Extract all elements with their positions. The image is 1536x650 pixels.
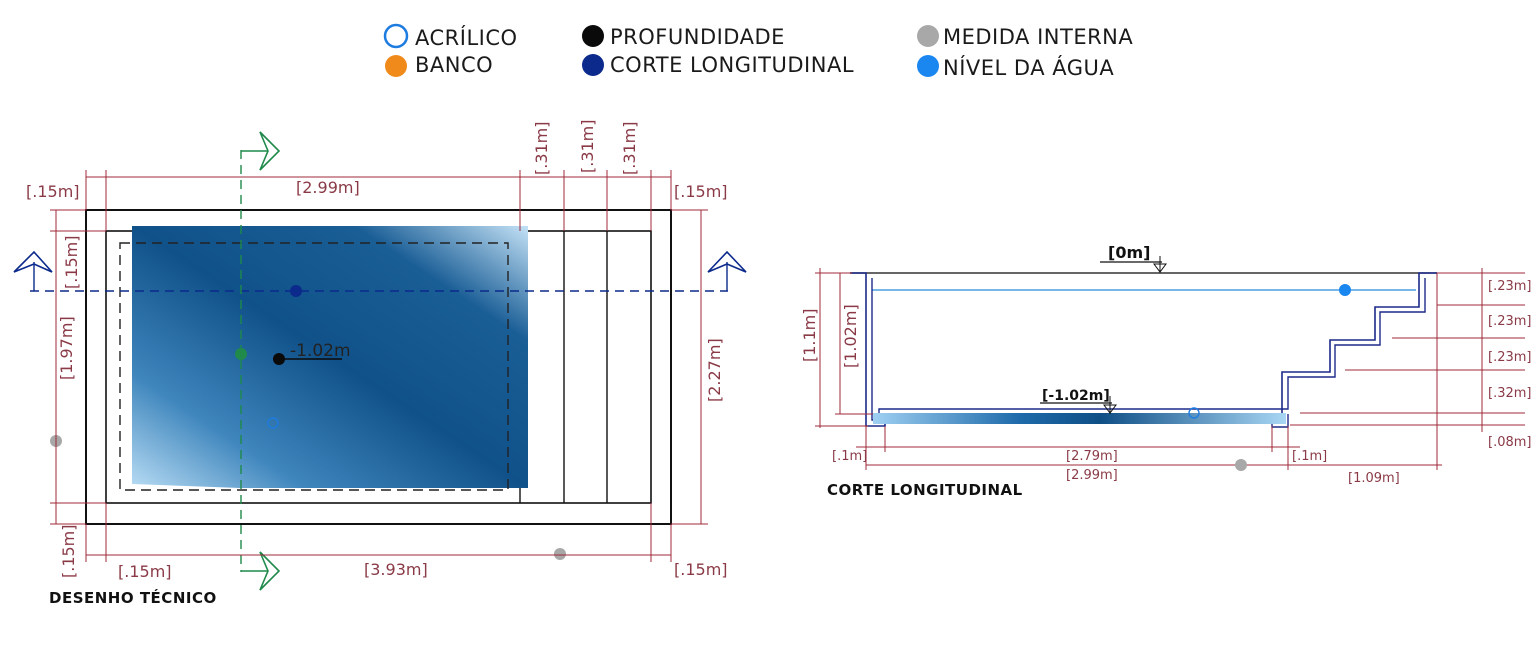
section-level-top: [0m] [1108, 243, 1150, 262]
plan-dim-step-2: [.31m] [578, 119, 597, 173]
plan-corte-marker [290, 285, 302, 297]
section-acrilico-marker [1188, 407, 1200, 419]
legend-label-banco: BANCO [415, 53, 493, 77]
section-dim-r4: [.32m] [1488, 386, 1531, 401]
plan-dim-bottom-left: [.15m] [118, 562, 172, 581]
section-dim-r3: [.23m] [1488, 350, 1531, 365]
plan-acrilico-marker [267, 417, 279, 429]
plan-dim-top-right: [.15m] [674, 182, 728, 201]
level-bottom-symbol-icon [1103, 396, 1117, 414]
section-dim-left-outer: [1.1m] [800, 308, 819, 362]
acrilico-marker-icon [383, 23, 409, 49]
section-floor-water [873, 413, 1286, 424]
banco-marker-icon [385, 55, 407, 77]
legend-label-nivel-agua: NÍVEL DA ÁGUA [943, 55, 1114, 80]
legend-item-acrilico: ACRÍLICO [383, 23, 518, 50]
legend: ACRÍLICO BANCO PROFUNDIDADE CORTE LONGIT… [383, 23, 1133, 80]
section-level-bottom: [-1.02m] [1042, 388, 1110, 404]
section-water-marker [1339, 284, 1351, 296]
plan-medida-marker-bottom [554, 548, 566, 560]
section-title: CORTE LONGITUDINAL [827, 481, 1023, 499]
section-dim-bottom-right: [.1m] [1292, 449, 1327, 464]
section-dim-bottom-floor: [2.79m] [1066, 449, 1118, 464]
plan-dim-bottom-main: [3.93m] [364, 560, 428, 579]
section-shell-outer [850, 272, 1437, 427]
section-shell-inner [871, 278, 1426, 421]
plan-outer-wall [85, 209, 672, 525]
plan-view: -1.02m [.15m] [2.99m] [.31m] [.31m] [.31… [13, 119, 747, 607]
legend-label-medida-interna: MEDIDA INTERNA [943, 25, 1133, 49]
nivel-marker-icon [917, 55, 939, 77]
legend-item-corte-longitudinal: CORTE LONGITUDINAL [582, 53, 854, 77]
plan-title: DESENHO TÉCNICO [49, 588, 217, 607]
legend-item-medida-interna: MEDIDA INTERNA [917, 25, 1133, 49]
section-dim-bottom-left: [.1m] [832, 449, 867, 464]
legend-item-nivel-agua: NÍVEL DA ÁGUA [917, 55, 1114, 80]
plan-depth-label: -1.02m [290, 341, 351, 361]
plan-dim-top-left: [.15m] [26, 182, 80, 201]
section-dim-bottom-total: [2.99m] [1066, 468, 1118, 483]
section-arrow-bottom-icon [241, 551, 281, 591]
legend-item-banco: BANCO [385, 53, 493, 77]
plan-dim-bottom-right: [.15m] [674, 560, 728, 579]
section-dim-r1: [.23m] [1488, 279, 1531, 294]
plan-dim-left-upper: [.15m] [62, 235, 81, 289]
legend-label-acrilico: ACRÍLICO [415, 25, 518, 50]
section-dim-r2: [.23m] [1488, 314, 1531, 329]
plan-dim-step-3: [.31m] [620, 121, 639, 175]
plan-dim-step-1: [.31m] [532, 121, 551, 175]
legend-label-corte-longitudinal: CORTE LONGITUDINAL [610, 53, 854, 77]
plan-internal-outline [119, 242, 509, 491]
section-medida-marker [1235, 459, 1247, 471]
plan-dim-left-main: [1.97m] [57, 316, 76, 380]
section-arrow-top-icon [241, 131, 281, 171]
medida-marker-icon [917, 25, 939, 47]
section-arrow-right-icon [707, 250, 747, 291]
plan-dim-right-main: [2.27m] [705, 338, 724, 402]
plan-dim-top-main: [2.99m] [296, 178, 360, 197]
section-dim-left-inner: [1.02m] [841, 304, 860, 368]
profundidade-marker-icon [582, 25, 604, 47]
section-view: [0m] [-1.02m] [1.1m] [1.02m] [.23m] [.23… [800, 243, 1531, 499]
section-dim-r5: [.08m] [1488, 435, 1531, 450]
plan-dim-left-lower: [.15m] [59, 524, 78, 578]
legend-label-profundidade: PROFUNDIDADE [610, 25, 785, 49]
level-top-symbol-icon [1153, 256, 1167, 273]
section-arrow-left-icon [13, 250, 53, 291]
corte-marker-icon [582, 54, 604, 76]
plan-section-marker [235, 348, 247, 360]
legend-item-profundidade: PROFUNDIDADE [582, 25, 785, 49]
section-dim-bottom-stairs: [1.09m] [1348, 471, 1400, 486]
